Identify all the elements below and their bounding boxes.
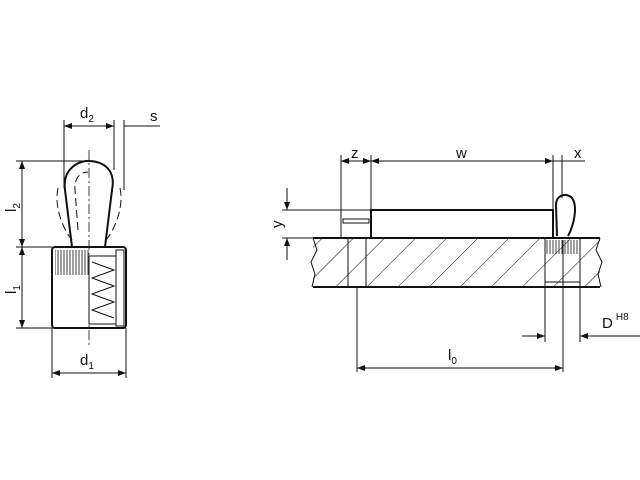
label-d1: d1: [80, 352, 94, 372]
bar: [370, 209, 554, 239]
label-y: y: [269, 220, 286, 228]
label-x: x: [574, 145, 582, 162]
label-d2: d2: [80, 105, 94, 125]
plunger-knob: [554, 193, 576, 237]
screw-head: [340, 209, 372, 239]
label-z: z: [351, 145, 359, 162]
label-l0: l0: [448, 347, 457, 367]
label-l2: l2: [3, 203, 23, 212]
knurl: [55, 250, 89, 275]
knob-swing-outline: [56, 171, 122, 241]
spring-cavity: [88, 255, 117, 325]
body-section: [115, 249, 125, 327]
spring: [90, 261, 116, 319]
label-s: s: [150, 108, 158, 125]
body: [51, 246, 127, 329]
label-w: w: [455, 145, 467, 162]
label-l1: l1: [3, 285, 23, 294]
side-view-plunger: d2 s l2 l1 d1: [3, 105, 160, 378]
